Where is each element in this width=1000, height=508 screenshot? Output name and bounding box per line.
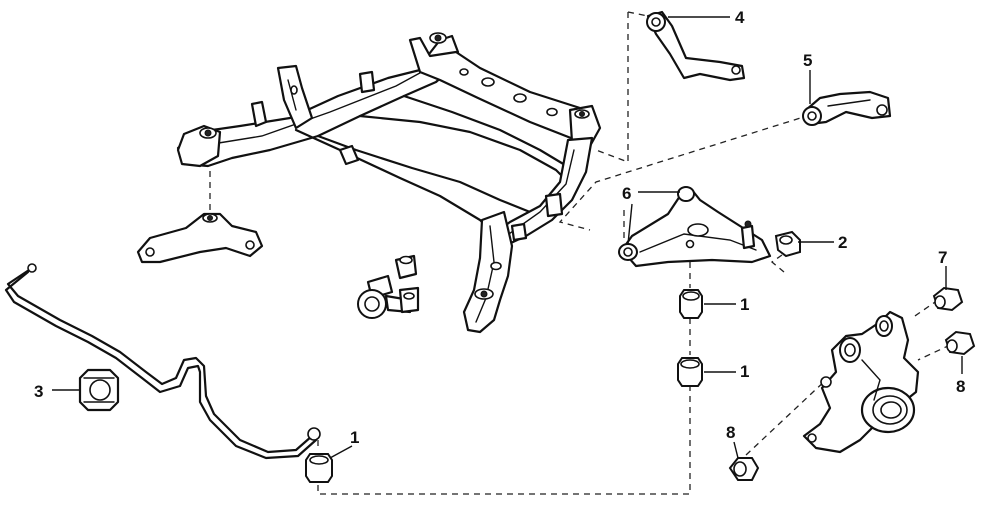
bushing-1-middle (677, 357, 703, 387)
callout-3: 3 (34, 382, 43, 401)
callout-labels: 4 5 6 2 1 1 7 8 3 1 8 (34, 8, 965, 447)
rear-lateral-link (802, 90, 892, 126)
rear-knuckle-hub (802, 310, 920, 454)
rear-subframe (176, 32, 602, 334)
bushing-1-upper (679, 289, 703, 319)
bushing-2 (774, 230, 801, 258)
bushing-8-lower (728, 457, 760, 481)
stabilizer-link-parts (357, 254, 420, 319)
stabilizer-bar (4, 263, 321, 460)
bushing-8-right (944, 330, 976, 356)
bushing-1-lower (305, 453, 333, 483)
callout-6: 6 (622, 184, 631, 203)
callout-7: 7 (938, 248, 947, 267)
callout-1-upper: 1 (740, 295, 749, 314)
trailing-arm (618, 186, 772, 268)
subframe-support-bracket (136, 212, 264, 264)
callout-leaders (52, 16, 963, 459)
callout-1-middle: 1 (740, 362, 749, 381)
callout-4: 4 (735, 8, 745, 27)
callout-5: 5 (803, 51, 812, 70)
callout-8-lower: 8 (726, 423, 735, 442)
callout-2: 2 (838, 233, 847, 252)
callout-8-right: 8 (956, 377, 965, 396)
callout-1-lower: 1 (350, 428, 359, 447)
bushing-7 (932, 286, 964, 312)
stabilizer-bushing (78, 368, 120, 412)
upper-lateral-link (646, 10, 746, 82)
